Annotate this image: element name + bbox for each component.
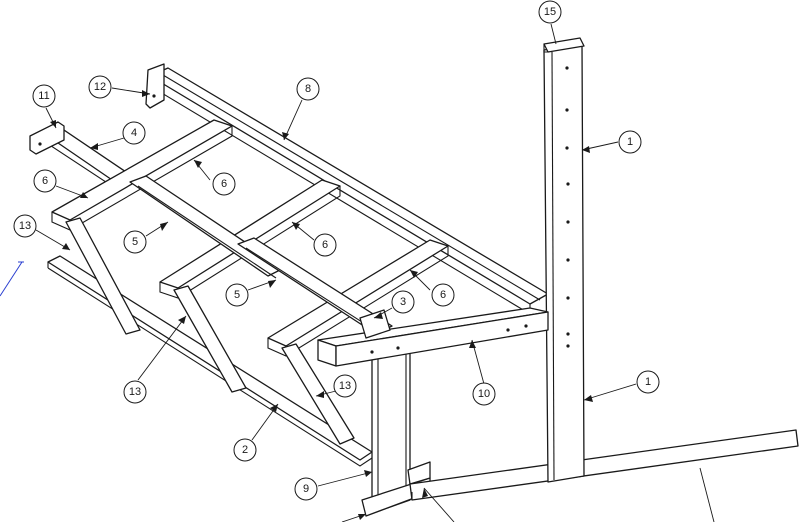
balloon-6-left: 6 [33,169,57,193]
balloon-6-left-label: 6 [42,175,48,187]
part-13-leg-1 [65,217,141,335]
balloon-1-lower: 1 [636,370,660,394]
balloon-5-lower-label: 5 [234,289,240,301]
part-13-leg-2 [173,285,247,393]
part-12-end-bracket [145,63,165,109]
balloon-13-right-label: 13 [339,380,351,392]
balloon-3: 3 [391,290,415,314]
part-8-upper-rail [149,67,549,315]
balloon-4-label: 4 [131,127,137,139]
part-15-top-cap [543,37,585,53]
balloon-6-second-bay-label: 6 [322,239,328,251]
balloon-5-lower: 5 [225,283,249,307]
post-mounting-holes [565,66,570,348]
balloon-6-third-bay-label: 6 [440,289,446,301]
balloon-6-first-bay: 6 [212,172,236,196]
balloon-13-right: 13 [333,374,357,398]
part-13-leg-3 [281,343,355,445]
balloon-4: 4 [122,121,146,145]
balloon-3-label: 3 [400,296,406,308]
balloon-13-left-label: 13 [19,220,31,232]
balloon-12-label: 12 [94,81,106,93]
balloon-10: 10 [472,382,496,406]
balloon-13-left: 13 [13,214,37,238]
balloon-11: 11 [32,84,56,108]
balloon-1-upper-label: 1 [627,136,633,148]
balloon-11-label: 11 [38,90,49,102]
balloon-6-third-bay: 6 [431,283,455,307]
balloon-8-label: 8 [305,83,311,95]
balloon-2-label: 2 [242,444,248,456]
balloon-12: 12 [88,75,112,99]
balloon-15-label: 15 [544,6,556,18]
bottom-base-rail [409,429,799,501]
balloon-9: 9 [294,477,318,501]
balloon-6-first-bay-label: 6 [221,178,227,190]
balloon-1-lower-label: 1 [645,376,651,388]
section-marker [0,261,24,297]
balloon-6-second-bay: 6 [313,233,337,257]
balloon-2: 2 [233,438,257,462]
part-11-end-bracket [29,121,65,155]
balloon-8: 8 [296,77,320,101]
balloon-1-upper: 1 [618,130,642,154]
balloon-13-center: 13 [123,380,147,404]
leader-lines [35,23,715,522]
balloon-5-upper: 5 [123,230,147,254]
leader-arrowheads [50,90,593,520]
balloon-10-label: 10 [478,388,490,400]
part-3-small-bracket [359,309,391,339]
balloon-13-center-label: 13 [129,386,141,398]
balloon-5-upper-label: 5 [132,236,138,248]
part-1-tall-post [543,43,585,483]
balloon-9-label: 9 [303,483,309,495]
balloon-15: 15 [538,0,562,24]
part-10-cross-beam [317,307,549,367]
